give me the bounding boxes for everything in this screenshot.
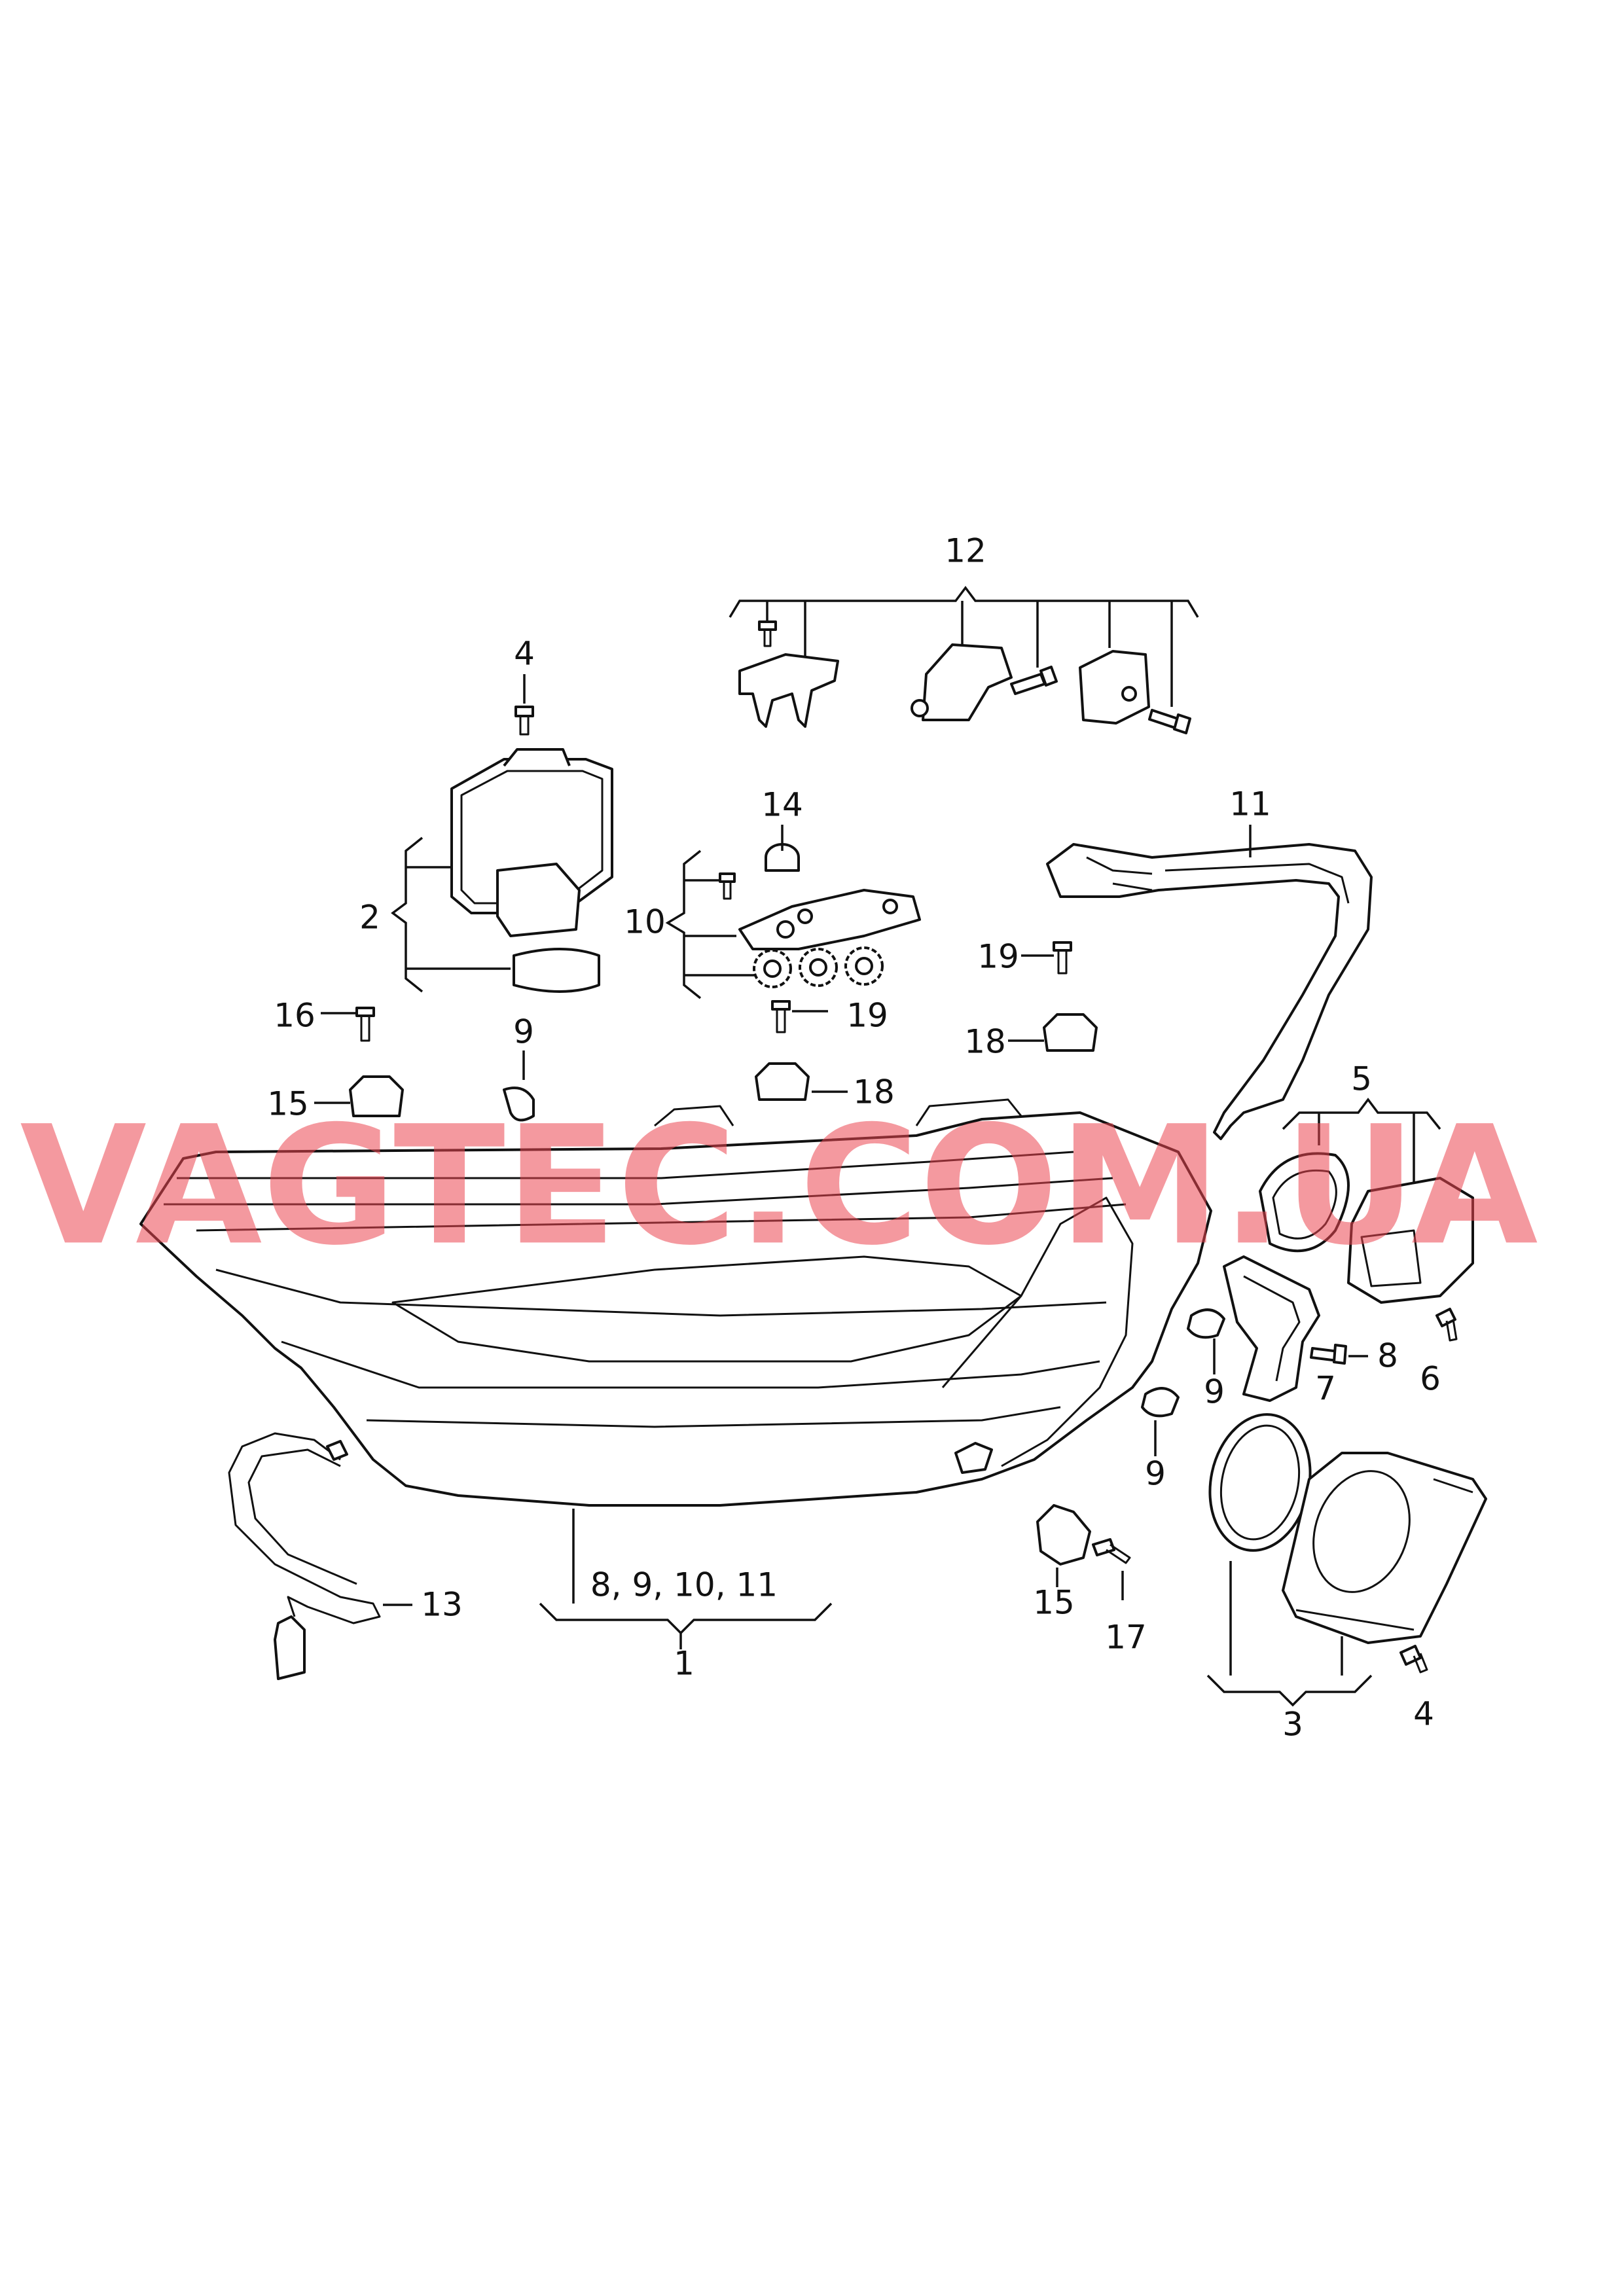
callout-9-left: 9	[513, 1013, 534, 1051]
bracket-7	[1141, 1255, 1368, 1456]
callout-14: 14	[761, 786, 803, 824]
callout-15-bottom: 15	[1033, 1584, 1075, 1622]
callout-17: 17	[1105, 1619, 1147, 1657]
callout-3: 3	[1282, 1706, 1303, 1744]
callout-2: 2	[359, 899, 380, 937]
trim-strip-11	[1046, 825, 1373, 1140]
control-unit-2	[391, 674, 613, 993]
callout-13: 13	[421, 1586, 463, 1624]
callout-9-mid-upper: 9	[1204, 1373, 1225, 1411]
callout-18-mid: 18	[853, 1073, 895, 1111]
callout-5: 5	[1351, 1060, 1372, 1098]
callout-19-right: 19	[977, 938, 1019, 976]
screws-and-clips	[314, 941, 1098, 1122]
bracket-set-12	[729, 586, 1199, 734]
callout-6: 6	[1420, 1360, 1441, 1398]
callout-19-mid: 19	[846, 997, 888, 1035]
callout-8: 8	[1377, 1337, 1398, 1375]
led-module-5	[1259, 1098, 1474, 1342]
bottom-fasteners	[1036, 1504, 1131, 1600]
callout-7: 7	[1315, 1370, 1336, 1408]
vent-hose-13	[228, 1432, 412, 1680]
callout-11: 11	[1229, 785, 1271, 823]
callout-1-sub: 8, 9, 10, 11	[590, 1566, 778, 1604]
callout-16: 16	[274, 997, 316, 1035]
callout-18-right: 18	[964, 1023, 1006, 1061]
callout-9-mid-lower: 9	[1145, 1455, 1166, 1493]
callout-4-bottom: 4	[1413, 1695, 1434, 1733]
callout-10: 10	[624, 903, 666, 941]
callout-labels: 12 4 14 11 2 10 19 16 19 9 18 15 18 5 8 …	[267, 532, 1441, 1744]
callout-1: 1	[674, 1645, 695, 1683]
headlight-housing-1	[139, 1098, 1212, 1649]
callout-4-top: 4	[514, 635, 535, 673]
callout-15-left: 15	[267, 1085, 309, 1123]
adjuster-bracket-10	[665, 825, 921, 999]
watermark: VAGTEC.COM.UA	[20, 1090, 1538, 1281]
callout-12: 12	[945, 532, 986, 570]
control-module-3	[1206, 1413, 1487, 1707]
